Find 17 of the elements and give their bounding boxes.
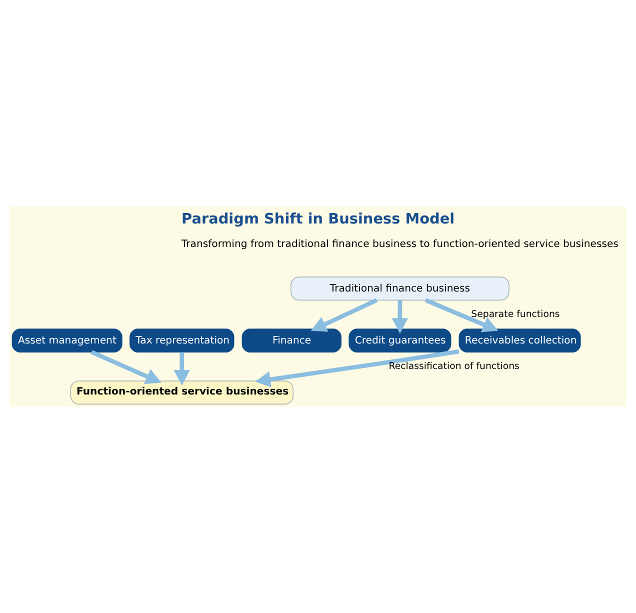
- edge-label: Separate functions: [471, 308, 560, 320]
- node-box: Function-oriented service businesses: [70, 380, 294, 404]
- node-box: Finance: [242, 328, 342, 352]
- node-box: Credit guarantees: [348, 328, 452, 352]
- arrow: [255, 348, 460, 387]
- edge-label: Reclassification of functions: [388, 360, 520, 372]
- arrow: [392, 300, 408, 334]
- arrow: [310, 298, 378, 332]
- node-box: Receivables collection: [458, 328, 581, 352]
- arrow: [174, 352, 190, 386]
- diagram-title: Paradigm Shift in Business Model: [182, 211, 455, 228]
- label: Transforming from traditional finance business to function-oriented service businesses: [181, 238, 618, 250]
- node-box: Traditional finance business: [290, 276, 510, 300]
- arrow: [424, 298, 498, 332]
- node-box: Tax representation: [130, 328, 234, 352]
- node-box: Asset management: [12, 328, 122, 352]
- arrow: [90, 350, 162, 384]
